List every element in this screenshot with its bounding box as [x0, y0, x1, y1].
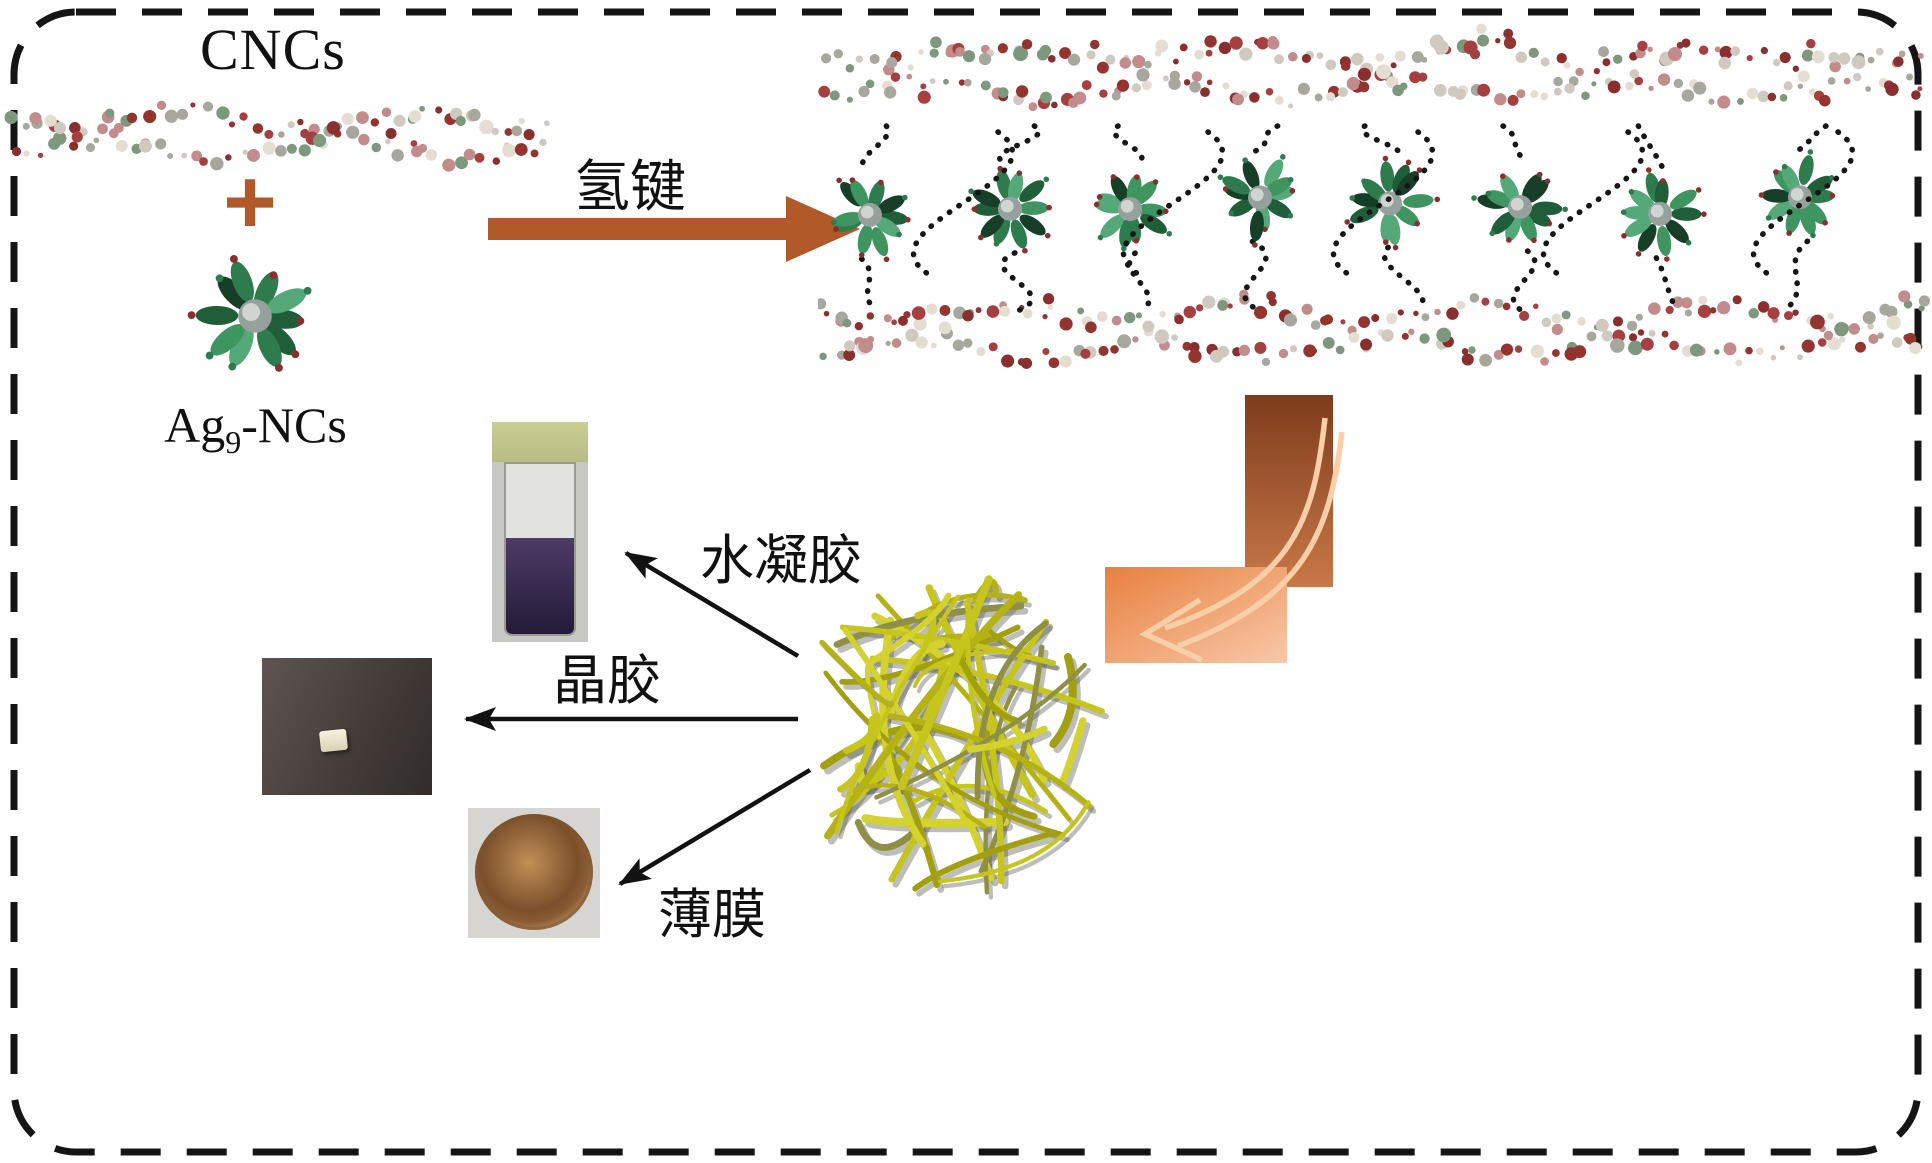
cryogel-label: 晶胶	[553, 651, 661, 711]
ag-prefix: Ag	[164, 397, 226, 453]
ag9-ncs-label: Ag9-NCs	[118, 396, 393, 461]
vial-liquid	[506, 538, 574, 634]
fiber-network-illustration	[819, 575, 1109, 900]
film-disc	[475, 814, 593, 930]
hydrogen-bond-label: 氢键	[574, 157, 686, 219]
cnc-chain-illustration	[4, 100, 550, 172]
ag-suffix: -NCs	[241, 397, 347, 453]
cryogel-photo	[262, 658, 432, 795]
curved-down-left-arrow-icon	[1105, 395, 1345, 663]
ag-subscript: 9	[225, 424, 242, 460]
arrow-to-hydrogel	[624, 551, 800, 658]
hydrogel-label: 水凝胶	[700, 531, 862, 591]
ag-cluster-illustration	[187, 255, 312, 372]
film-label: 薄膜	[658, 885, 766, 945]
vial-cap	[492, 422, 588, 462]
film-photo	[468, 808, 600, 938]
hydrogen-bonded-network-illustration	[818, 23, 1930, 369]
reaction-arrow-icon	[488, 196, 860, 262]
plus-sign: +	[223, 151, 277, 253]
hydrogel-photo	[492, 422, 588, 642]
cncs-label: CNCs	[200, 17, 346, 82]
arrow-to-film	[618, 768, 812, 886]
